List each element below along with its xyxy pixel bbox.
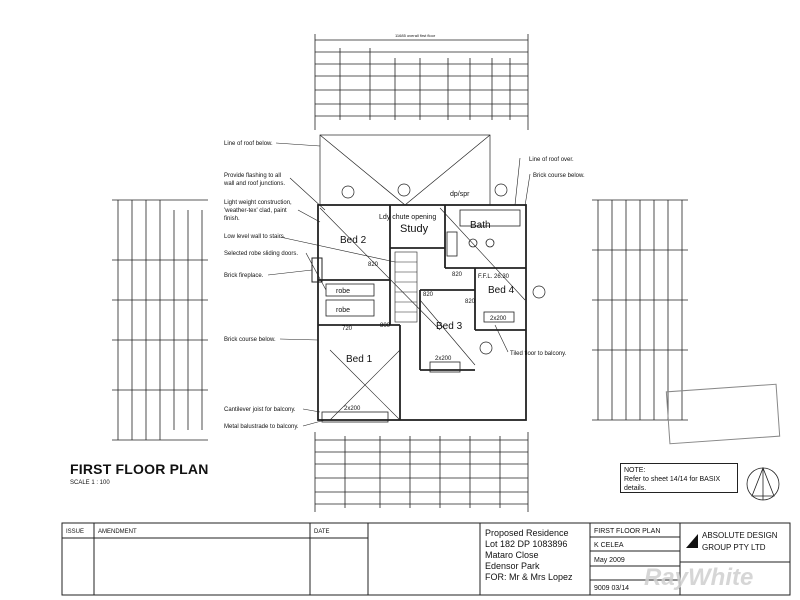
right-dimension-lines — [592, 199, 688, 421]
note-low-wall: Low level wall to stairs. — [224, 234, 286, 240]
basix-note: NOTE: Refer to sheet 14/14 for BASIX det… — [620, 463, 738, 493]
note-roof-over: Line of roof over. — [529, 157, 574, 163]
room-robe-1: robe — [336, 288, 350, 295]
laundry-chute-label: Ldy chute opening — [379, 214, 436, 221]
watermark-logo: RayWhite — [644, 564, 753, 591]
plan-scale: SCALE 1 : 100 — [70, 480, 110, 486]
tb-project-1: Proposed Residence — [485, 528, 569, 538]
tb-project-2: Lot 182 DP 1083896 — [485, 539, 567, 549]
stair — [394, 251, 418, 323]
brick-fireplace — [311, 257, 323, 283]
company-logo-mark — [686, 534, 698, 548]
note-brick-course-left: Brick course below. — [224, 337, 276, 343]
room-bed4: Bed 4 — [488, 285, 515, 296]
balconies — [321, 311, 515, 423]
room-bed3: Bed 3 — [436, 321, 463, 332]
tb-date: May 2009 — [594, 557, 625, 564]
top-dimension-lines — [314, 34, 529, 130]
building-walls — [317, 204, 527, 421]
robe-bed1 — [325, 299, 375, 317]
dim-820-a: 820 — [368, 262, 379, 268]
dim-720: 720 — [342, 326, 353, 332]
tb-sheet-title: FIRST FLOOR PLAN — [594, 528, 660, 535]
window-2x200-b: 2x200 — [435, 356, 452, 362]
tb-sheet-no: 9009 03/14 — [594, 585, 629, 592]
room-robe-2: robe — [336, 307, 350, 314]
note-tiled-floor: Tiled floor to balcony. — [510, 351, 567, 357]
note-flashing-2: wall and roof junctions. — [223, 181, 285, 187]
north-compass — [746, 466, 780, 501]
section-markers — [341, 183, 546, 355]
dim-820-b: 820 — [452, 272, 463, 278]
roof-over-diagonals — [319, 207, 526, 421]
approval-stamp — [665, 383, 781, 445]
top-overall-dim: 11685 overall first floor — [395, 33, 436, 38]
tb-amendment-header: AMENDMENT — [98, 529, 137, 535]
tb-project-3: Mataro Close — [485, 550, 539, 560]
note-fireplace: Brick fireplace. — [224, 273, 264, 279]
tb-date-header: DATE — [314, 529, 330, 535]
left-dimension-lines — [112, 199, 208, 441]
room-bed1: Bed 1 — [346, 354, 373, 365]
tb-issue-header: ISSUE — [66, 529, 84, 535]
window-2x200-c: 2x200 — [490, 316, 507, 322]
tb-project-4: Edensor Park — [485, 561, 540, 571]
note-lightweight-3: finish. — [224, 216, 240, 222]
leader-lines — [267, 142, 531, 427]
window-2x200-a: 2x200 — [344, 406, 361, 412]
note-lightweight-2: 'weather-tex' clad, paint — [224, 208, 287, 214]
dim-800: 800 — [380, 323, 391, 329]
ffl-label: F.F.L. 26.30 — [478, 274, 510, 280]
title-block — [61, 522, 791, 596]
note-roof-below: Line of roof below. — [224, 141, 273, 147]
dp-spr-label: dp/spr — [450, 191, 470, 198]
dim-820-d: 820 — [465, 299, 476, 305]
tb-project-5: FOR: Mr & Mrs Lopez — [485, 572, 573, 582]
note-robe-doors: Selected robe sliding doors. — [224, 251, 298, 257]
tb-company-2: GROUP PTY LTD — [702, 543, 766, 552]
dim-820-c: 820 — [423, 292, 434, 298]
room-study: Study — [400, 223, 429, 235]
note-lightweight-1: Light weight construction, — [224, 200, 292, 206]
note-cantilever: Cantilever joist for balcony. — [224, 407, 296, 413]
tb-company-1: ABSOLUTE DESIGN — [702, 531, 778, 540]
note-flashing-1: Provide flashing to all — [224, 173, 281, 179]
note-balustrade: Metal balustrade to balcony. — [224, 424, 299, 430]
bottom-dimension-lines — [314, 432, 529, 512]
note-heading: NOTE: — [624, 467, 646, 474]
note-brick-course-right: Brick course below. — [533, 173, 585, 179]
plan-title: FIRST FLOOR PLAN — [70, 461, 209, 477]
room-bath: Bath — [470, 220, 491, 231]
note-body: Refer to sheet 14/14 for BASIX details. — [624, 476, 721, 492]
room-bed2: Bed 2 — [340, 235, 367, 246]
bath-fixtures — [446, 209, 521, 257]
tb-drawn-by: K CELEA — [594, 542, 624, 549]
